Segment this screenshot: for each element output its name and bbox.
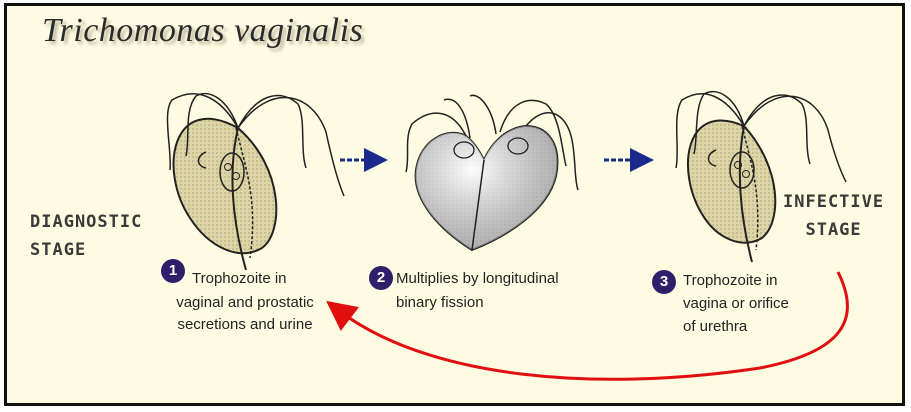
diagnostic-stage-label: DIAGNOSTIC STAGE — [30, 208, 142, 264]
step-1-line-1: Trophozoite in — [192, 268, 287, 290]
step-1-badge: 1 — [161, 259, 185, 283]
infective-stage-line2: STAGE — [783, 216, 884, 244]
step-2-badge: 2 — [369, 266, 393, 290]
step-3-badge: 3 — [652, 270, 676, 294]
trophozoite-diagnostic — [167, 94, 344, 270]
step-3-line-3: of urethra — [683, 316, 747, 338]
step-1-line-2: vaginal and prostatic — [160, 292, 330, 314]
step-3-line-2: vagina or orifice — [683, 293, 789, 315]
diagnostic-stage-line2: STAGE — [30, 236, 142, 264]
step-1-line-3: secretions and urine — [160, 314, 330, 336]
infective-stage-line1: INFECTIVE — [783, 188, 884, 216]
step-2-line-2: binary fission — [396, 292, 484, 314]
dividing-trophozoite — [406, 95, 578, 250]
infective-stage-label: INFECTIVE STAGE — [783, 188, 884, 244]
step-2-line-1: Multiplies by longitudinal — [396, 268, 559, 290]
step-3-line-1: Trophozoite in — [683, 270, 778, 292]
diagnostic-stage-line1: DIAGNOSTIC — [30, 208, 142, 236]
